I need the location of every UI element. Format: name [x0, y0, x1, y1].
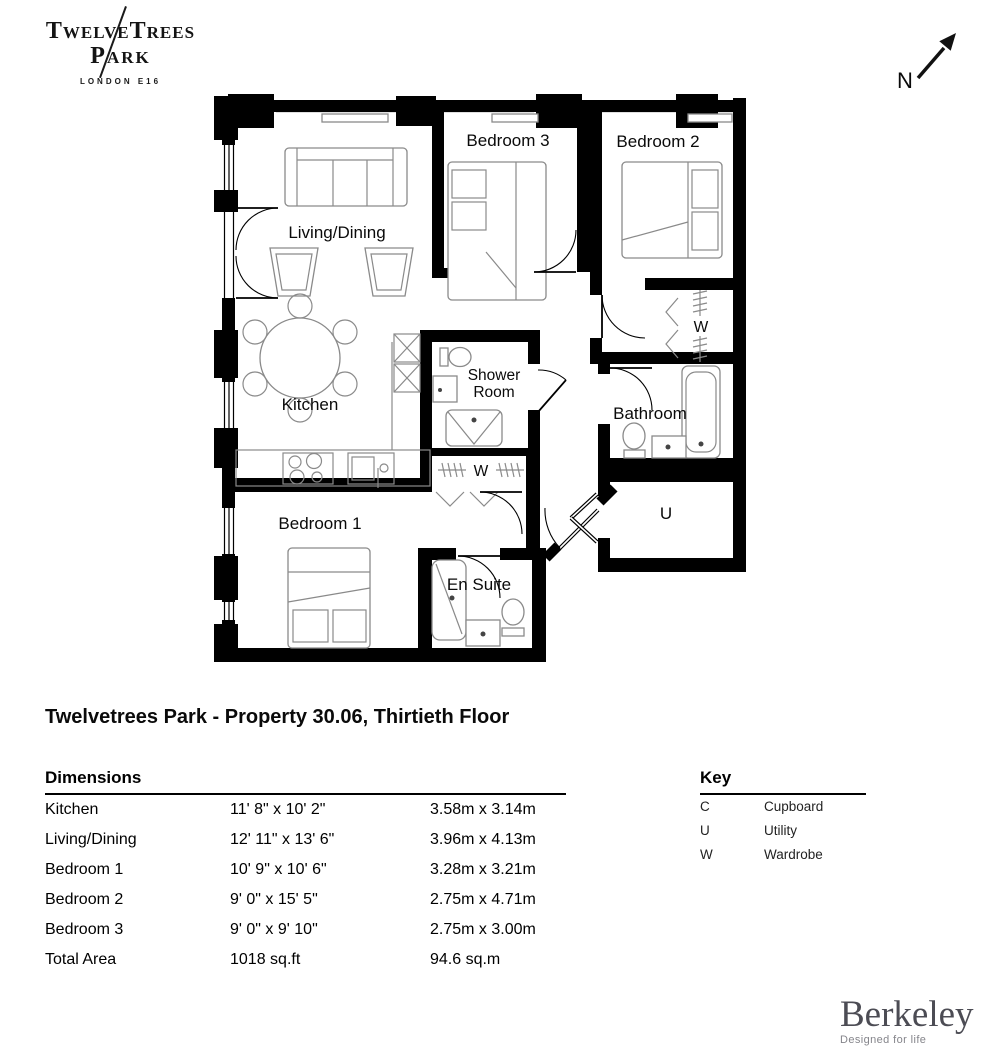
wardrobe-rail — [665, 290, 708, 362]
dimension-metric: 2.75m x 4.71m — [430, 891, 536, 908]
dimension-room: Living/Dining — [45, 831, 137, 848]
basin — [432, 375, 458, 403]
key-row: W Wardrobe — [700, 843, 866, 867]
key-label: Utility — [764, 823, 797, 838]
plan-furniture — [235, 147, 723, 649]
key-row: U Utility — [700, 819, 866, 843]
bathtub — [681, 365, 721, 459]
toilet — [501, 598, 525, 637]
key-symbol: W — [700, 847, 713, 862]
room-label-wardrobe-2: W — [474, 463, 489, 480]
compass-label: N — [897, 68, 913, 93]
key-symbol: U — [700, 823, 710, 838]
dining-table — [242, 293, 358, 423]
room-label-shower-room-2: Room — [473, 384, 514, 401]
dimension-row: Bedroom 3 9' 0" x 9' 10" 2.75m x 3.00m — [45, 915, 566, 945]
wardrobe-rail — [435, 462, 524, 507]
room-label-kitchen: Kitchen — [282, 395, 339, 414]
dimension-row: Kitchen 11' 8" x 10' 2" 3.58m x 3.14m — [45, 795, 566, 825]
room-label-wardrobe-1: W — [694, 319, 709, 336]
logo-subtitle: LONDON E16 — [79, 77, 162, 86]
dimension-room: Bedroom 2 — [45, 891, 124, 908]
room-label-bedroom1: Bedroom 1 — [278, 514, 361, 533]
plan-doors — [235, 207, 653, 599]
dimension-row-total: Total Area 1018 sq.ft 94.6 sq.m — [45, 945, 566, 975]
plan-windows — [223, 101, 733, 620]
bed — [447, 161, 547, 301]
dimension-imperial: 10' 9" x 10' 6" — [230, 861, 327, 878]
shower-tray — [445, 409, 503, 447]
dimensions-heading: Dimensions — [45, 768, 142, 787]
plan-room-labels: Living/Dining Bedroom 3 Bedroom 2 Kitche… — [278, 131, 708, 594]
dimension-metric: 2.75m x 3.00m — [430, 921, 536, 938]
key-label: Cupboard — [764, 799, 824, 814]
armchair — [269, 247, 319, 297]
dimension-imperial: 9' 0" x 9' 10" — [230, 921, 318, 938]
sofa — [284, 147, 408, 207]
floor-plan: N — [214, 33, 956, 662]
developer-name: Berkeley — [840, 994, 974, 1035]
dimension-imperial: 12' 11" x 13' 6" — [230, 831, 335, 848]
dimensions-section: Dimensions Kitchen 11' 8" x 10' 2" 3.58m x… — [45, 768, 566, 975]
bed — [621, 161, 723, 259]
dimension-room: Kitchen — [45, 801, 99, 818]
bed — [287, 547, 371, 649]
dimension-row: Living/Dining 12' 11" x 13' 6" 3.96m x 4.1… — [45, 825, 566, 855]
dimension-imperial: 1018 sq.ft — [230, 951, 301, 968]
basin — [651, 435, 687, 459]
armchair — [364, 247, 414, 297]
shower-tray — [431, 559, 467, 641]
key-section: Key C Cupboard U Utility W Wardrobe — [700, 768, 866, 867]
dimension-row: Bedroom 2 9' 0" x 15' 5" 2.75m x 4.71m — [45, 885, 566, 915]
room-label-bedroom3: Bedroom 3 — [466, 131, 549, 150]
kitchen-units — [235, 333, 431, 488]
room-label-living-dining: Living/Dining — [288, 223, 385, 242]
key-symbol: C — [700, 799, 710, 814]
room-label-shower-room: Shower — [468, 367, 521, 384]
key-row: C Cupboard — [700, 795, 866, 819]
key-heading: Key — [700, 768, 732, 787]
page-title: Twelvetrees Park - Property 30.06, Thirt… — [45, 706, 510, 728]
north-arrow-icon: N — [897, 33, 956, 93]
dimensions-divider — [45, 793, 566, 795]
key-divider — [700, 793, 866, 795]
dimension-metric: 3.96m x 4.13m — [430, 831, 536, 848]
dimension-row: Bedroom 1 10' 9" x 10' 6" 3.28m x 3.21m — [45, 855, 566, 885]
toilet — [439, 346, 472, 368]
developer-logo: Berkeley Designed for life — [840, 994, 974, 1047]
dimension-room: Total Area — [45, 951, 117, 968]
room-label-utility: U — [660, 504, 672, 523]
dimension-room: Bedroom 3 — [45, 921, 124, 938]
basin — [465, 619, 501, 647]
room-label-bedroom2: Bedroom 2 — [616, 132, 699, 151]
dimension-imperial: 9' 0" x 15' 5" — [230, 891, 318, 908]
toilet — [622, 422, 646, 459]
developer-tagline: Designed for life — [840, 1034, 927, 1046]
dimension-imperial: 11' 8" x 10' 2" — [230, 801, 326, 818]
dimension-metric: 3.28m x 3.21m — [430, 861, 536, 878]
dimension-room: Bedroom 1 — [45, 861, 124, 878]
dimension-metric: 94.6 sq.m — [430, 951, 501, 968]
key-label: Wardrobe — [764, 847, 823, 862]
room-label-en-suite: En Suite — [447, 575, 511, 594]
logo-line2: Park — [90, 43, 151, 69]
dimension-metric: 3.58m x 3.14m — [430, 801, 536, 818]
room-label-bathroom: Bathroom — [613, 404, 687, 423]
